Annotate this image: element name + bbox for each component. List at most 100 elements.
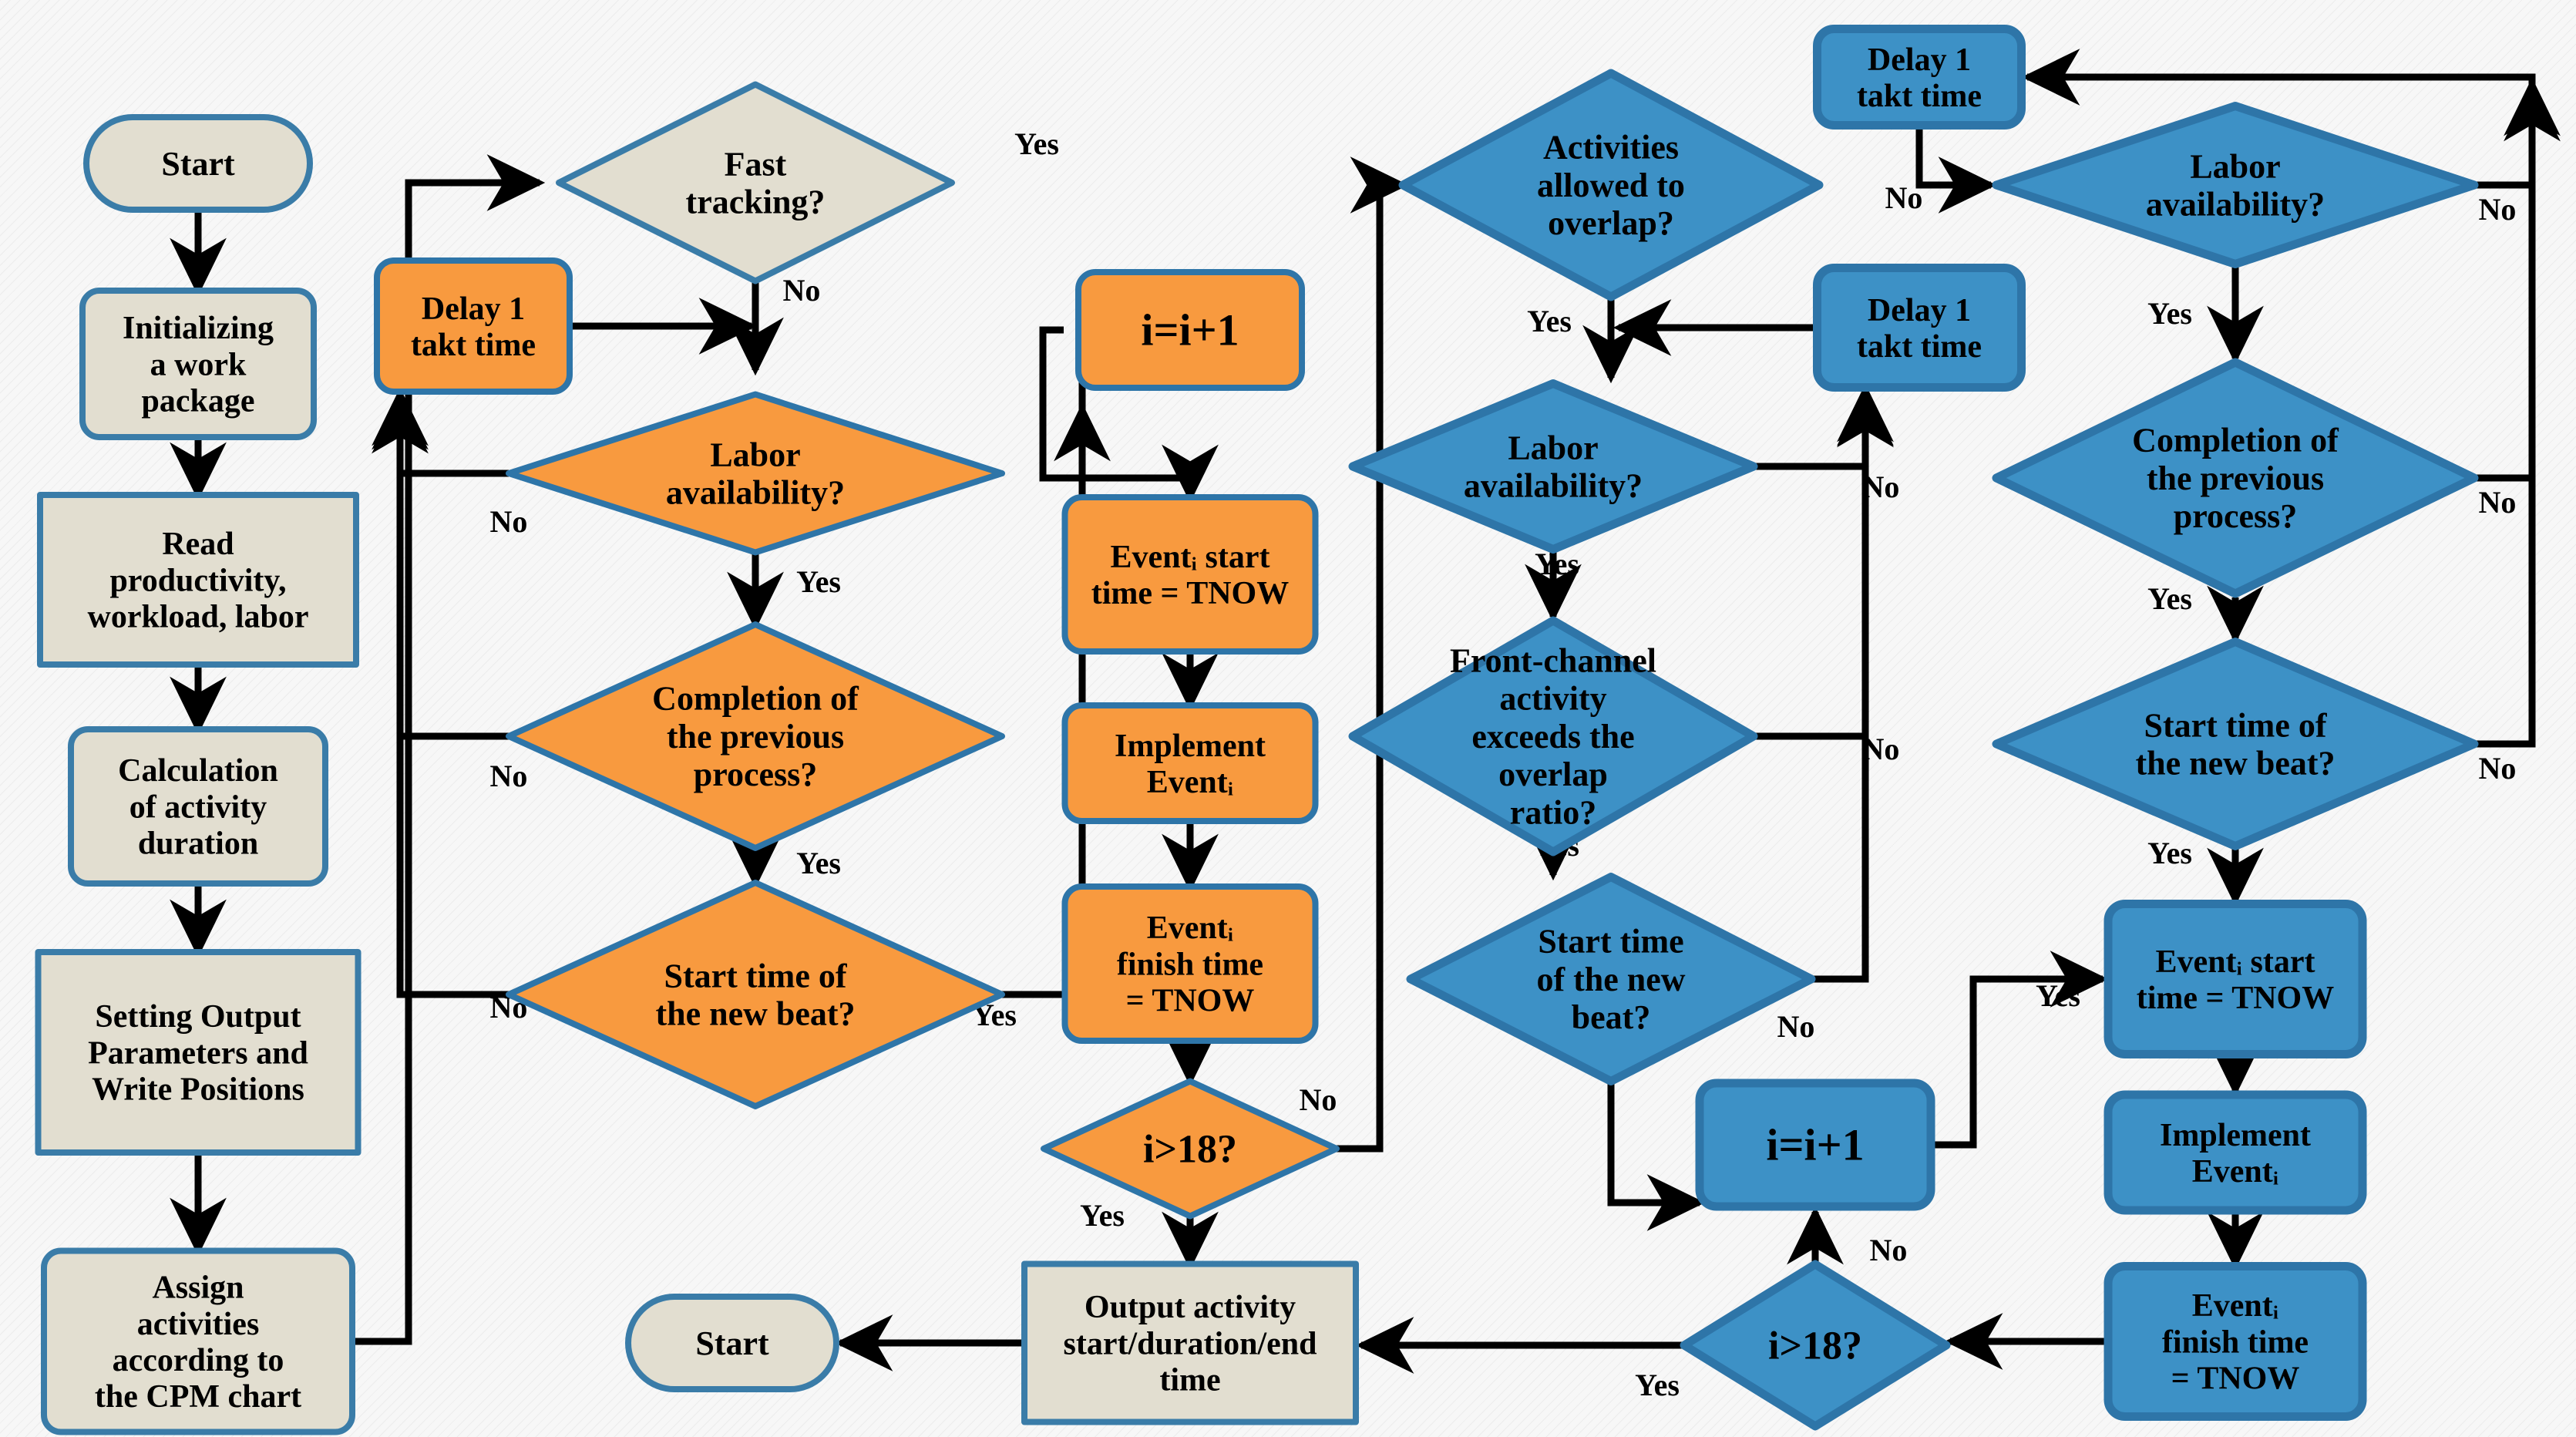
node-shape[interactable]: [506, 880, 1005, 1109]
node-shape[interactable]: [625, 1294, 839, 1392]
edge-label-no-1: No: [783, 273, 821, 308]
edge-label-yes-9: Yes: [1080, 1198, 1125, 1233]
node-shape[interactable]: [556, 81, 955, 284]
node-label: Start: [161, 145, 235, 183]
node-shape[interactable]: [1680, 1260, 1951, 1431]
node-shape[interactable]: [1813, 25, 2026, 130]
edge-label-no-22: No: [2479, 485, 2517, 520]
edge-label-no-20: No: [2479, 192, 2517, 227]
node-shape[interactable]: [35, 949, 362, 1156]
node-shape[interactable]: [1061, 883, 1319, 1044]
node-shape[interactable]: [1695, 1079, 1935, 1211]
node-b8[interactable]: i>18?: [1680, 1260, 1951, 1431]
node-shape[interactable]: [1992, 358, 2479, 598]
edge-label-no-14: No: [1862, 732, 1900, 766]
edge-label-no-10: No: [1885, 180, 1923, 215]
edge-label-yes-0: Yes: [1014, 126, 1059, 161]
node-shape[interactable]: [1061, 702, 1319, 824]
edge-label-no-4: No: [490, 759, 528, 793]
node-shape[interactable]: [1348, 616, 1758, 856]
node-shape[interactable]: [1406, 873, 1816, 1085]
node-o6[interactable]: i=i+1: [1075, 269, 1305, 391]
node-shape[interactable]: [2104, 900, 2367, 1058]
node-shape[interactable]: [68, 726, 328, 887]
edge-label-yes-3: Yes: [796, 564, 841, 599]
edge-label-no-2: No: [490, 504, 528, 539]
edge-label-yes-5: Yes: [796, 846, 841, 880]
edge-label-no-16: No: [1777, 1009, 1815, 1044]
node-shape[interactable]: [1813, 264, 2026, 392]
node-label: i=i+1: [1766, 1120, 1864, 1170]
node-shape[interactable]: [1041, 1078, 1340, 1220]
node-n1[interactable]: Start: [83, 114, 313, 213]
node-n7[interactable]: Start: [625, 1294, 839, 1392]
node-shape[interactable]: [37, 492, 359, 668]
node-b7[interactable]: i=i+1: [1695, 1079, 1935, 1211]
node-shape[interactable]: [1021, 1260, 1359, 1425]
node-shape[interactable]: [506, 621, 1005, 851]
node-o10[interactable]: i>18?: [1041, 1078, 1340, 1220]
node-shape[interactable]: [506, 391, 1005, 556]
node-shape[interactable]: [1061, 494, 1319, 655]
node-label: i=i+1: [1141, 305, 1239, 355]
node-label: i>18?: [1143, 1128, 1237, 1172]
node-shape[interactable]: [79, 288, 317, 440]
edge-label-yes-25: Yes: [2147, 836, 2192, 870]
node-shape[interactable]: [374, 257, 573, 395]
edge-label-no-24: No: [2479, 751, 2517, 786]
node-shape[interactable]: [1348, 379, 1758, 554]
node-shape[interactable]: [83, 114, 313, 213]
node-shape[interactable]: [2104, 1090, 2367, 1215]
node-shape[interactable]: [1992, 102, 2479, 268]
node-shape[interactable]: [41, 1247, 355, 1435]
node-shape[interactable]: [1398, 69, 1824, 301]
node-shape[interactable]: [1992, 638, 2479, 850]
edge-label-yes-13: Yes: [1535, 547, 1579, 581]
node-shape[interactable]: [1075, 269, 1305, 391]
node-shape[interactable]: [2104, 1262, 2367, 1421]
